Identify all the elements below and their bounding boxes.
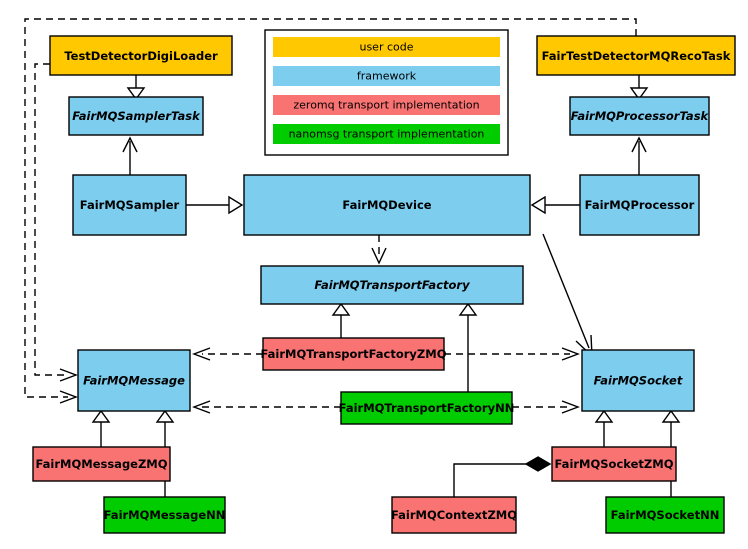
edge-recotask-to-message — [24, 18, 637, 404]
node-FairMQTransportFactoryNN[interactable]: FairMQTransportFactoryNN — [339, 391, 515, 425]
legend-item-zeromq: zeromq transport implementation — [273, 95, 500, 115]
legend-item-nanomsg: nanomsg transport implementation — [273, 124, 500, 144]
edge-tfzmq-to-message — [192, 347, 263, 361]
edge-processor-to-device — [530, 195, 580, 215]
legend-swatch — [273, 95, 500, 115]
edge-digiloader-to-message — [34, 63, 78, 382]
node-FairMQContextZMQ[interactable]: FairMQContextZMQ — [391, 496, 517, 534]
node-FairMQMessageZMQ[interactable]: FairMQMessageZMQ — [32, 446, 171, 482]
node-box[interactable] — [32, 446, 171, 482]
legend-swatch — [273, 66, 500, 86]
edge-device-to-transportfactory — [371, 235, 387, 265]
edge-socketzmq-to-socket — [594, 409, 614, 447]
node-box[interactable] — [260, 265, 524, 305]
node-box[interactable] — [551, 446, 677, 482]
node-box[interactable] — [605, 496, 725, 534]
edge-layer — [24, 18, 681, 497]
legend-swatch — [273, 37, 500, 57]
legend: user code framework zeromq transport imp… — [264, 29, 509, 156]
node-box[interactable] — [340, 391, 513, 425]
node-FairMQSampler[interactable]: FairMQSampler — [72, 174, 187, 236]
node-FairMQSocketNN[interactable]: FairMQSocketNN — [605, 496, 725, 534]
node-FairMQMessageNN[interactable]: FairMQMessageNN — [103, 496, 226, 534]
node-FairMQMessage[interactable]: FairMQMessage — [77, 349, 191, 412]
node-box[interactable] — [72, 174, 187, 236]
node-FairTestDetectorMQRecoTask[interactable]: FairTestDetectorMQRecoTask — [536, 35, 736, 76]
edge-tfnn-to-socket — [512, 400, 580, 414]
node-box[interactable] — [103, 496, 226, 534]
edge-tfzmq-to-socket — [444, 347, 580, 361]
node-FairMQDevice[interactable]: FairMQDevice — [243, 174, 531, 236]
node-box[interactable] — [262, 337, 445, 371]
edge-contextzmq-to-socketzmq — [453, 456, 552, 497]
edge-sampler-to-samplertask — [122, 136, 138, 175]
node-FairMQSocketZMQ[interactable]: FairMQSocketZMQ — [551, 446, 677, 482]
edge-tfnn-to-message — [192, 400, 341, 414]
node-TestDetectorDigiLoader[interactable]: TestDetectorDigiLoader — [49, 35, 233, 76]
edge-tfnn-to-transportfactory — [458, 302, 478, 392]
node-box[interactable] — [77, 349, 191, 412]
node-box[interactable] — [581, 349, 695, 412]
node-box[interactable] — [569, 96, 710, 136]
edge-tfzmq-to-transportfactory — [331, 302, 351, 338]
node-FairMQProcessorTask[interactable]: FairMQProcessorTask — [569, 96, 710, 136]
legend-item-user-code: user code — [273, 37, 500, 57]
node-box[interactable] — [243, 174, 531, 236]
node-box[interactable] — [68, 96, 204, 136]
edge-recotask-to-processortask — [629, 75, 649, 101]
node-box[interactable] — [536, 35, 736, 76]
node-box[interactable] — [391, 496, 517, 534]
legend-item-framework: framework — [273, 66, 500, 86]
node-box[interactable] — [579, 174, 700, 236]
node-FairMQProcessor[interactable]: FairMQProcessor — [579, 174, 700, 236]
edge-messagezmq-to-message — [91, 409, 111, 447]
node-FairMQTransportFactoryZMQ[interactable]: FairMQTransportFactoryZMQ — [260, 337, 447, 371]
edge-device-to-socket — [542, 233, 593, 358]
node-FairMQSocket[interactable]: FairMQSocket — [581, 349, 695, 412]
edge-sampler-to-device — [186, 195, 244, 215]
edge-processor-to-processortask — [631, 136, 647, 175]
node-FairMQSamplerTask[interactable]: FairMQSamplerTask — [68, 96, 204, 136]
node-box[interactable] — [49, 35, 233, 76]
edge-digiloader-to-samplertask — [126, 75, 146, 101]
node-FairMQTransportFactory[interactable]: FairMQTransportFactory — [260, 265, 524, 305]
legend-swatch — [273, 124, 500, 144]
